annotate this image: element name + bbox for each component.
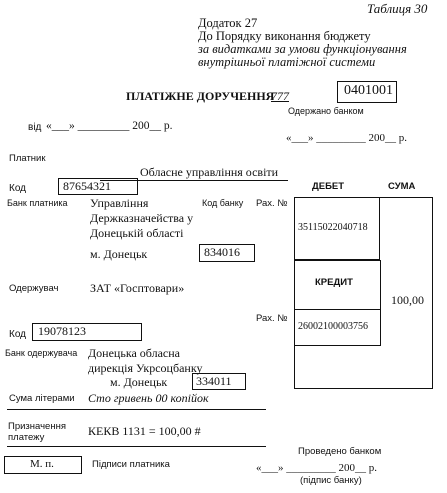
sum-right-border: [432, 197, 433, 388]
table-label: Таблиця 30: [367, 1, 428, 16]
date-from-label: від: [28, 122, 42, 133]
recipient-account: 26002100003756: [298, 321, 368, 332]
payer-bank-line-4: м. Донецьк: [90, 247, 148, 261]
payer-name: Обласне управління освіти: [140, 165, 279, 179]
recipient-label: Одержувач: [9, 283, 59, 294]
debit-header: ДЕБЕТ: [312, 181, 345, 192]
appendix-line-1: Додаток 27: [198, 16, 258, 30]
recipient-account-label: Рах. №: [256, 313, 288, 324]
payer-bank-code-label: Код банку: [202, 198, 244, 208]
recipient-bank-line-3: м. Донецьк: [110, 375, 168, 389]
order-number: 777: [271, 89, 289, 103]
appendix-line-4: внутрішньої платіжної системи: [198, 55, 376, 69]
purpose-label-line-2: платежу: [8, 432, 45, 443]
payer-code-label: Код: [9, 183, 27, 194]
received-date-blank: «___» _________ 200__ р.: [286, 132, 407, 144]
payer-account-label: Рах. №: [256, 198, 288, 209]
purpose-label-line-1: Призначення: [8, 421, 66, 432]
received-by-bank-label: Одержано банком: [288, 106, 364, 116]
recipient-code-label: Код: [9, 329, 27, 340]
amount-words-rule: [7, 409, 266, 410]
payer-account: 35115022040718: [298, 222, 368, 233]
amount-words-label: Сума літерами: [9, 393, 75, 404]
recipient-code-box: [32, 323, 142, 341]
amount-words-value: Сто гривень 00 копійок: [88, 391, 209, 405]
payer-code: 87654321: [63, 179, 111, 193]
form-code-box: [337, 81, 397, 103]
bank-signature-label: (підпис банку): [300, 475, 362, 486]
stamp-box: [4, 456, 82, 474]
recipient-bank-line-1: Донецька обласна: [88, 346, 180, 360]
payer-bank-line-1: Управління: [90, 196, 149, 210]
payer-name-underline: [100, 180, 288, 181]
appendix-line-3: за видатками за умови функціонування: [198, 42, 407, 56]
grid-bottom-border: [294, 388, 433, 389]
payer-bank-code-box: [199, 244, 255, 262]
recipient-bank-line-2: дирекція Укрсоцбанку: [88, 361, 203, 375]
amount-value: 100,00: [391, 293, 424, 307]
sum-step-line: [294, 260, 380, 261]
recipient-bank-label: Банк одержувача: [5, 348, 78, 358]
processed-date-blank: «___» _________ 200__ р.: [256, 462, 377, 474]
form-title: ПЛАТІЖНЕ ДОРУЧЕННЯ: [126, 89, 275, 103]
payer-bank-code: 834016: [204, 245, 240, 259]
purpose-value: КЕКВ 1131 = 100,00 #: [88, 424, 201, 438]
processed-by-bank-label: Проведено банком: [298, 446, 382, 457]
form-code: 0401001: [344, 83, 393, 98]
stamp-label: М. п.: [30, 458, 54, 470]
payer-code-box: [58, 178, 138, 195]
purpose-rule: [7, 446, 266, 447]
recipient-code: 19078123: [38, 324, 86, 338]
payer-bank-line-2: Держказначейства у: [90, 211, 194, 225]
sum-top-border: [380, 197, 433, 198]
debit-account-box: [294, 197, 380, 260]
payer-label: Платник: [9, 153, 46, 164]
payer-bank-line-3: Донецькій області: [90, 226, 184, 240]
sum-header: СУМА: [388, 181, 416, 192]
credit-account-box: [294, 309, 381, 346]
sum-left-border-lower: [380, 260, 381, 310]
credit-header: КРЕДИТ: [315, 277, 353, 288]
payer-signatures-label: Підписи платника: [92, 459, 170, 470]
payer-bank-label: Банк платника: [7, 198, 68, 208]
appendix-line-2: До Порядку виконання бюджету: [198, 29, 371, 43]
date-blank: «___» _________ 200__ р.: [46, 120, 173, 132]
recipient-name: ЗАТ «Госптовари»: [90, 281, 185, 295]
recipient-bank-code: 334011: [196, 374, 232, 388]
recipient-bank-code-box: [192, 373, 246, 390]
